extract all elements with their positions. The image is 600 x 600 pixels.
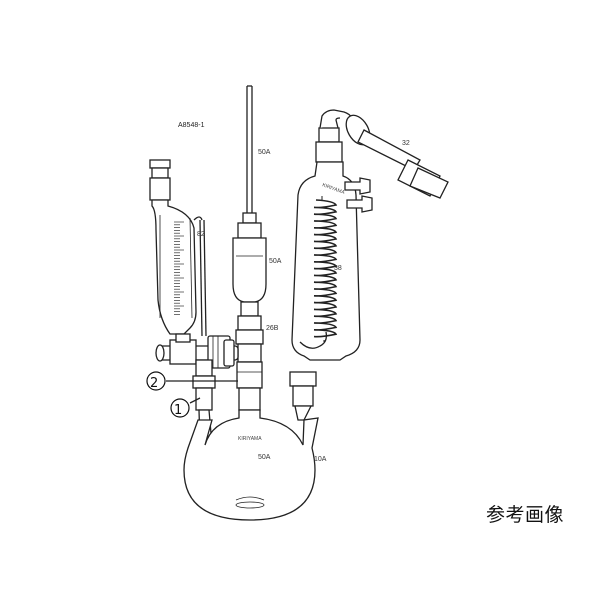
center-adapter xyxy=(232,212,267,411)
svg-text:1: 1 xyxy=(174,403,182,418)
thermometer-joint-label: 50A xyxy=(258,149,271,156)
adapter-upper-label: 50A xyxy=(269,258,282,265)
condenser-label: 38 xyxy=(334,265,342,272)
dropping-funnel xyxy=(149,159,207,337)
bend-adapter xyxy=(319,109,449,199)
reference-image-note: 参考画像 xyxy=(486,504,565,526)
stopcock xyxy=(155,333,239,454)
flask-brand-text: KIRIYAMA xyxy=(238,436,262,442)
callout-1: 1 xyxy=(170,397,201,418)
callout-2: 2 xyxy=(146,371,238,391)
condenser-bottom xyxy=(289,331,328,421)
part-number-label: A8548-1 xyxy=(178,122,205,129)
condenser-coil xyxy=(313,196,338,342)
flask-side-label: 10A xyxy=(314,456,327,463)
bend-label: 32 xyxy=(402,140,410,147)
flask-center-label: 50A xyxy=(258,454,271,461)
three-neck-flask: KIRIYAMA xyxy=(183,409,319,521)
funnel-size-label: 82 xyxy=(197,231,205,238)
adapter-lower-label: 26B xyxy=(266,325,279,332)
coil-path xyxy=(313,199,338,338)
funnel-graduations xyxy=(174,221,184,315)
svg-text:2: 2 xyxy=(150,376,158,391)
